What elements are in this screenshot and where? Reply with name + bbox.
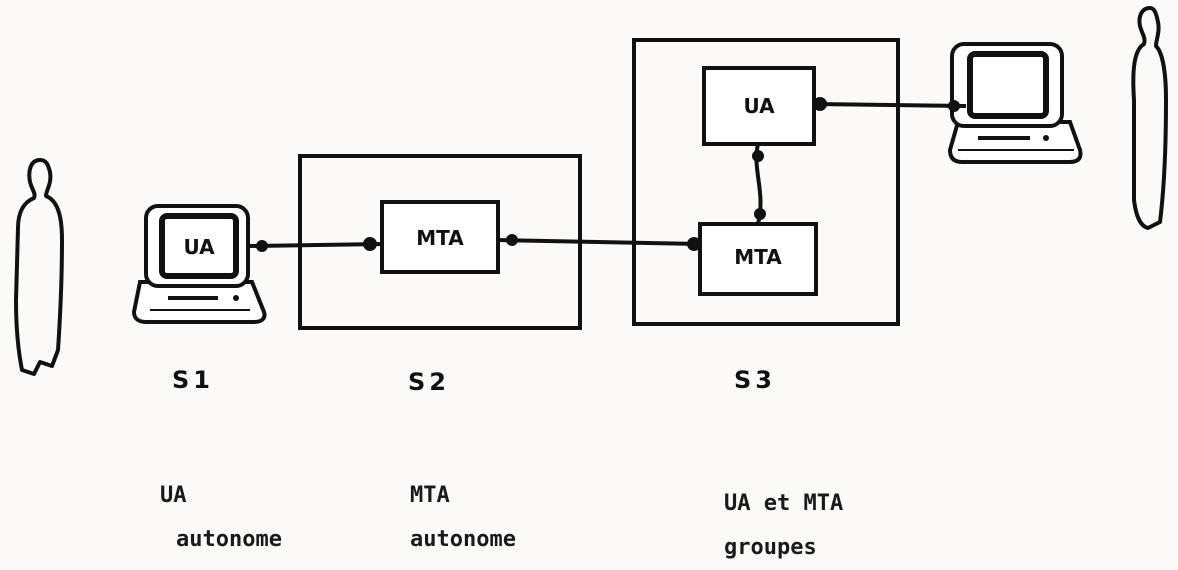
caption-s3-line2: groupes [724,526,843,570]
s1-ua-label: UA [183,235,215,259]
station-s3-label: S3 [734,366,776,394]
terminal-s1-icon [134,206,265,322]
s2-mta-label: MTA [416,226,464,250]
user-right-icon [1133,8,1166,228]
caption-s3-line1: UA et MTA [724,482,843,526]
terminal-s3-icon [950,44,1081,162]
station-s1-label: S1 [172,366,214,394]
station-s2-label: S2 [408,368,450,396]
connection-lines [250,99,966,250]
caption-s2-line1: MTA [410,474,516,518]
caption-s1: UA autonome [160,474,282,562]
s3-mta-label: MTA [734,245,782,269]
caption-s1-line2: autonome [160,518,282,562]
caption-s2-line2: autonome [410,518,516,562]
s3-ua-label: UA [743,94,775,118]
caption-s2: MTA autonome [410,474,516,562]
caption-s3: UA et MTA groupes [724,482,843,570]
caption-s1-line1: UA [160,474,282,518]
user-left-icon [16,160,62,374]
